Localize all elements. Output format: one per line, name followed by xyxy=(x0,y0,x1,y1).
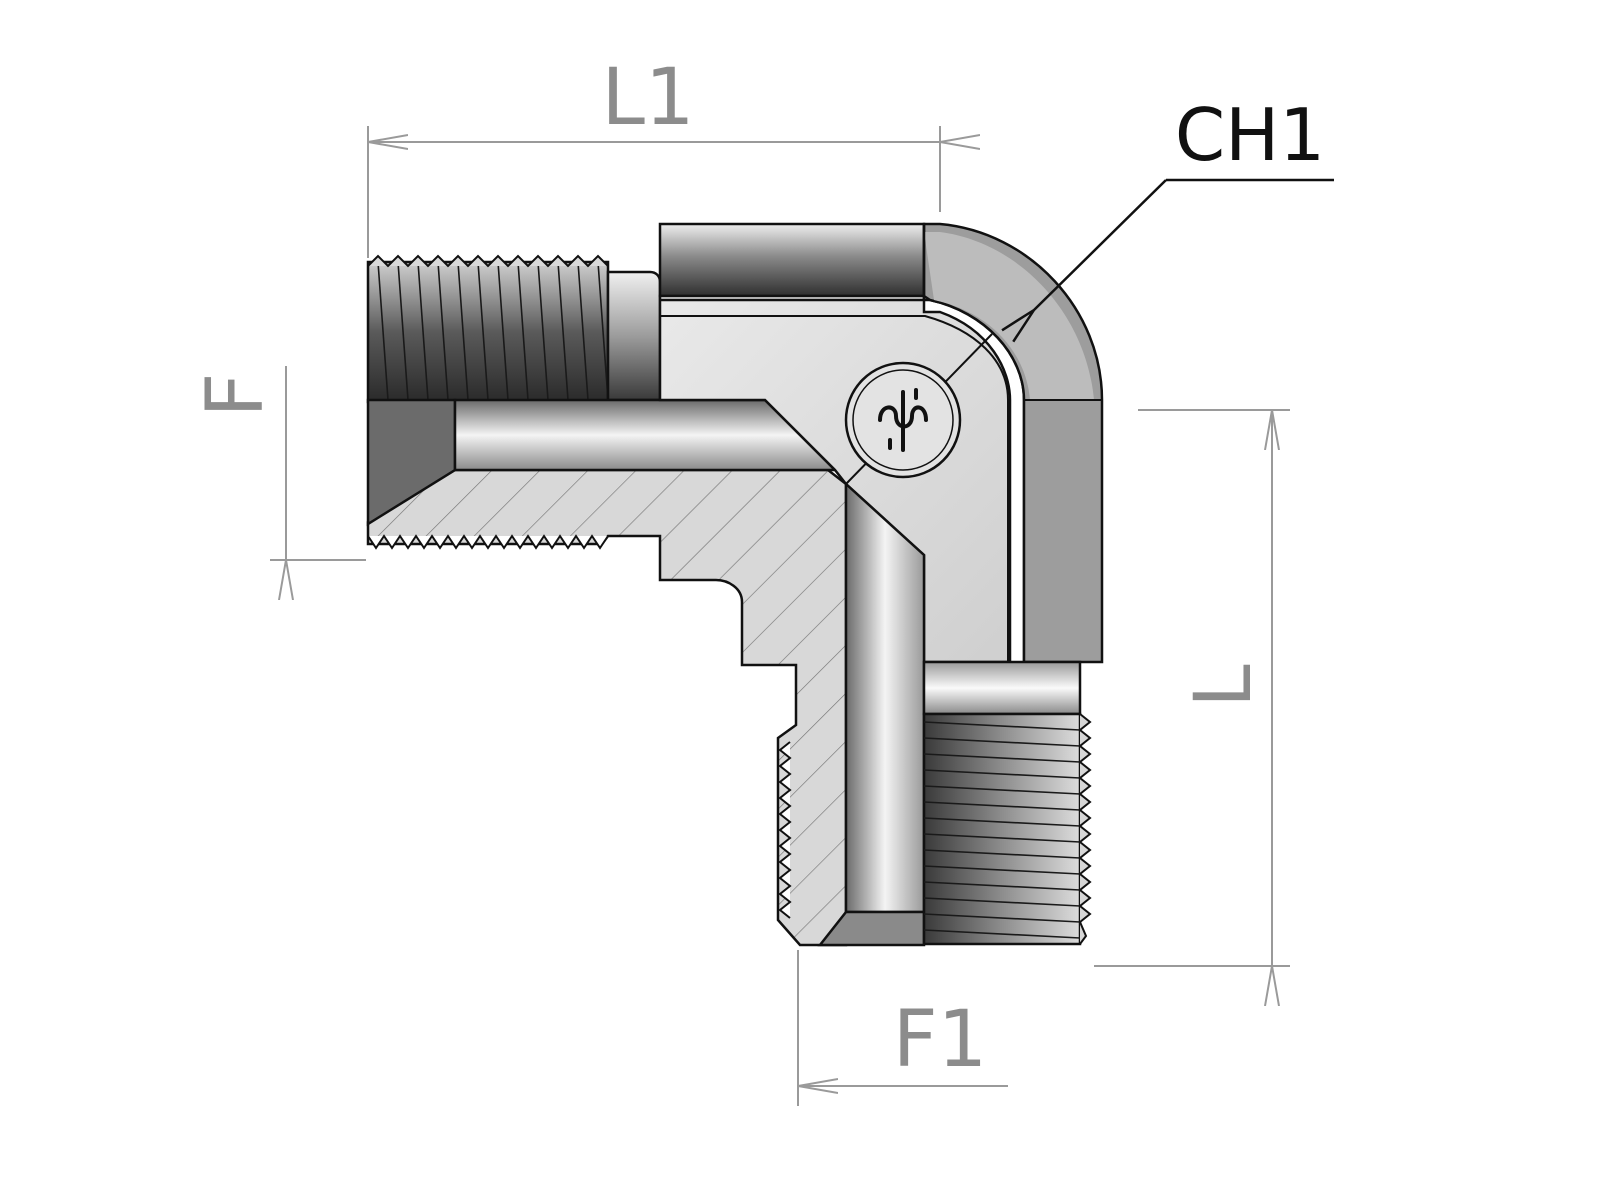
vertical-thread-crests xyxy=(1078,713,1092,945)
horizontal-thread-line xyxy=(417,261,429,401)
vertical-thread-line xyxy=(923,865,1081,875)
vertical-thread-line xyxy=(923,817,1081,827)
vertical-thread-line xyxy=(923,833,1081,843)
horizontal-thread-line xyxy=(397,261,409,401)
horizontal-thread-line xyxy=(377,261,389,401)
vertical-thread-line xyxy=(923,721,1081,731)
vertical-thread-line xyxy=(923,753,1081,763)
vertical-thread-line xyxy=(923,785,1081,795)
dimension-label-l1: L1 xyxy=(601,53,694,143)
vertical-thread-line xyxy=(923,849,1081,859)
logo-inner-ring xyxy=(852,369,954,471)
horizontal-thread-line xyxy=(577,261,589,401)
vertical-thread-line xyxy=(923,881,1081,891)
horizontal-thread-line xyxy=(457,261,469,401)
vertical-thread-line xyxy=(923,913,1081,923)
horizontal-thread-body xyxy=(366,260,610,404)
horizontal-thread-line xyxy=(537,261,549,401)
horizontal-thread-lines xyxy=(377,261,609,401)
vertical-thread-line xyxy=(923,769,1081,779)
callout-label-ch1: CH1 xyxy=(1175,93,1325,177)
dimension-label-f1: F1 xyxy=(893,995,988,1085)
horizontal-neck xyxy=(606,270,662,402)
dimension-label-f: F xyxy=(191,373,281,418)
horizontal-thread-line xyxy=(517,261,529,401)
vertical-thread-line xyxy=(923,801,1081,811)
hex-top-face xyxy=(658,222,926,298)
horizontal-section-teeth xyxy=(367,534,609,550)
vertical-ring xyxy=(922,660,1082,716)
vertical-section-teeth xyxy=(778,741,792,919)
ch1-leader-arrow xyxy=(1001,179,1167,343)
vertical-bore xyxy=(844,481,926,914)
horizontal-thread-line xyxy=(477,261,489,401)
dimension-label-l: L xyxy=(1179,664,1269,708)
vertical-thread-line xyxy=(923,737,1081,747)
vertical-thread-lines xyxy=(923,721,1081,939)
vertical-thread-line xyxy=(923,929,1081,939)
horizontal-thread-line xyxy=(497,261,509,401)
vertical-thread-line xyxy=(923,897,1081,907)
horizontal-thread-line xyxy=(597,261,609,401)
horizontal-thread-line xyxy=(437,261,449,401)
elbow-groove-inner xyxy=(660,315,1009,662)
vertical-thread-body xyxy=(922,712,1082,946)
horizontal-thread-line xyxy=(557,261,569,401)
horizontal-thread-crests xyxy=(367,254,609,268)
logo-glyph xyxy=(878,388,928,452)
